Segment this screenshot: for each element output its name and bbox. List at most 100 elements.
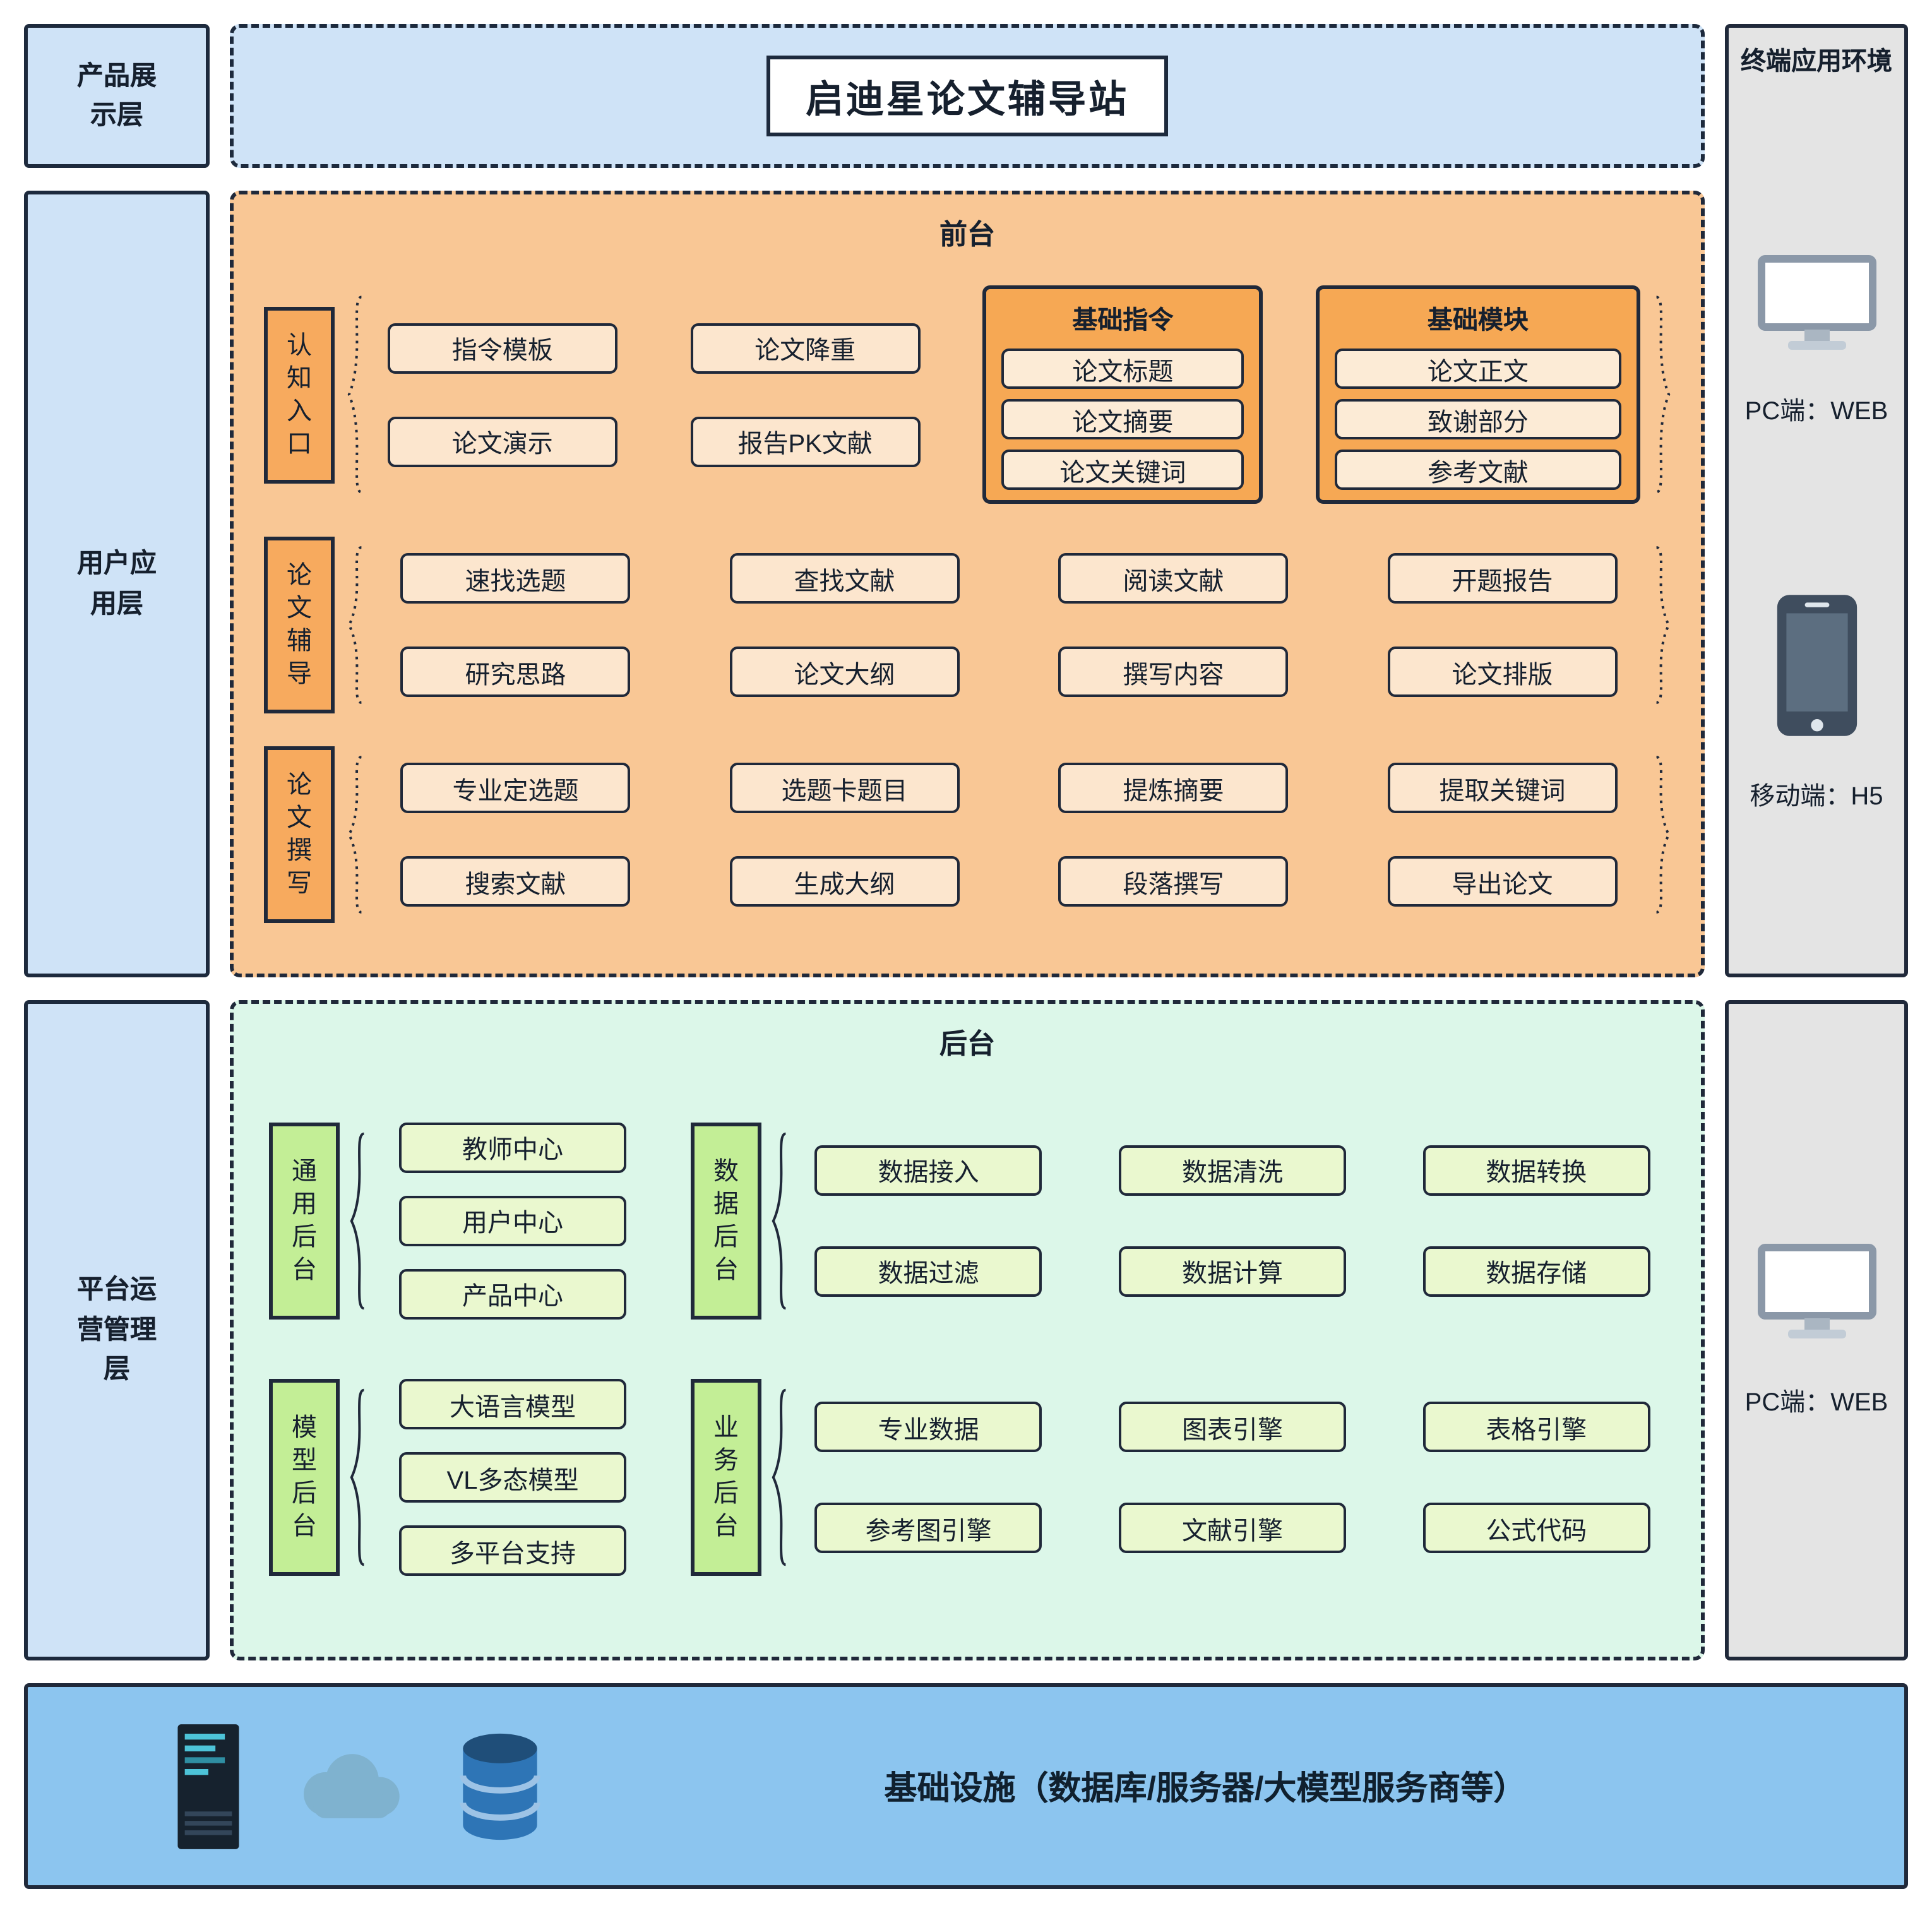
cluster-model-backend: 模 型 后 台 大语言模型 VL多态模型 多平台支持 [269, 1379, 648, 1576]
feature-box: 提炼摘要 [1058, 763, 1289, 813]
feature-box: 参考文献 [1334, 450, 1621, 490]
frontdesk-title: 前台 [939, 218, 995, 250]
feature-box: 提取关键词 [1387, 763, 1618, 813]
cluster-label-model: 模 型 后 台 [269, 1379, 340, 1576]
frontdesk-row-paper-tutoring: 论 文 辅 导 速找选题 研究思路 查找文献 论文大纲 阅读文献 撰写内容 开题… [264, 537, 1671, 713]
backdesk-title: 后台 [939, 1028, 995, 1059]
cluster-label-business: 业 务 后 台 [691, 1379, 761, 1576]
cluster-general-backend: 通 用 后 台 教师中心 用户中心 产品中心 [269, 1122, 648, 1320]
layer-label-product-display: 产品展 示层 [24, 24, 210, 168]
feature-box: 专业定选题 [400, 763, 631, 813]
backdesk-row-1: 通 用 后 台 教师中心 用户中心 产品中心 数 据 后 台 数据接入 数据清洗… [269, 1122, 1666, 1320]
frontdesk-row-cognitive-entry: 认 知 入 口 指令模板 论文演示 论文降重 报告PK文献 基础指令 论文标题 … [264, 285, 1671, 504]
group-title: 基础模块 [1427, 307, 1529, 335]
group-basic-modules: 基础模块 论文正文 致谢部分 参考文献 [1315, 285, 1640, 504]
feature-box: 数据存储 [1422, 1246, 1650, 1297]
cluster-data-backend: 数 据 后 台 数据接入 数据清洗 数据转换 数据过滤 数据计算 数据存储 [691, 1122, 1666, 1320]
right-brace-icon [1653, 544, 1671, 706]
feature-box: 导出论文 [1387, 856, 1618, 907]
feature-box: VL多态模型 [399, 1452, 626, 1503]
feature-box: 数据清洗 [1118, 1145, 1346, 1196]
cluster-label-data: 数 据 后 台 [691, 1122, 761, 1320]
feature-box: 开题报告 [1387, 553, 1618, 604]
terminal-pc-panel: PC端：WEB [1725, 1000, 1908, 1660]
product-header: 启迪星论文辅导站 [230, 24, 1705, 168]
feature-box: 论文大纲 [729, 647, 960, 697]
feature-box: 大语言模型 [399, 1379, 626, 1430]
feature-box: 论文摘要 [1001, 399, 1244, 439]
row-label-cognitive-entry: 认 知 入 口 [264, 306, 335, 483]
feature-box: 论文关键词 [1001, 450, 1244, 490]
feature-box: 用户中心 [399, 1195, 626, 1246]
feature-box: 查找文献 [729, 553, 960, 604]
feature-box: 生成大纲 [729, 856, 960, 907]
feature-box: 论文标题 [1001, 349, 1244, 389]
feature-box: 论文正文 [1334, 349, 1621, 389]
feature-box: 速找选题 [400, 553, 631, 604]
pc-web-label: PC端：WEB [1744, 1389, 1888, 1417]
feature-box: 撰写内容 [1058, 647, 1289, 697]
terminal-environment-title: 终端应用环境 [1741, 48, 1892, 76]
feature-box: 教师中心 [399, 1122, 626, 1173]
group-title: 基础指令 [1072, 307, 1174, 335]
left-brace-icon [347, 544, 365, 706]
left-brace-icon [350, 1129, 367, 1311]
group-basic-commands: 基础指令 论文标题 论文摘要 论文关键词 [982, 285, 1263, 504]
left-brace-icon [772, 1387, 789, 1569]
feature-box: 多平台支持 [399, 1525, 626, 1576]
backdesk-section: 后台 通 用 后 台 教师中心 用户中心 产品中心 数 据 后 台 数据接 [230, 1000, 1705, 1660]
cognitive-entry-grid: 指令模板 论文演示 论文降重 报告PK文献 基础指令 论文标题 论文摘要 论文关… [378, 285, 1640, 504]
infrastructure-bar: 基础设施（数据库/服务器/大模型服务商等） [24, 1683, 1908, 1889]
feature-box: 报告PK文献 [690, 416, 921, 467]
feature-box: 段落撰写 [1058, 856, 1289, 907]
server-icon [177, 1724, 239, 1849]
left-brace-icon [350, 1387, 367, 1569]
cluster-items: 专业数据 图表引擎 表格引擎 参考图引擎 文献引擎 公式代码 [799, 1402, 1666, 1554]
feature-box: 表格引擎 [1422, 1402, 1650, 1453]
row-label-paper-tutoring: 论 文 辅 导 [264, 537, 335, 713]
column: 论文降重 报告PK文献 [680, 323, 929, 467]
feature-box: 文献引擎 [1118, 1503, 1346, 1554]
cluster-items: 教师中心 用户中心 产品中心 [378, 1122, 648, 1320]
feature-box: 数据转换 [1422, 1145, 1650, 1196]
cluster-label-general: 通 用 后 台 [269, 1122, 340, 1320]
left-brace-icon [772, 1129, 789, 1311]
backdesk-rows: 通 用 后 台 教师中心 用户中心 产品中心 数 据 后 台 数据接入 数据清洗… [269, 1062, 1666, 1636]
feature-box: 指令模板 [387, 323, 617, 373]
cloud-icon [304, 1753, 400, 1818]
feature-box: 阅读文献 [1058, 553, 1289, 604]
feature-box: 数据接入 [814, 1145, 1042, 1196]
feature-box: 论文排版 [1387, 647, 1618, 697]
feature-box: 产品中心 [399, 1268, 626, 1320]
terminal-environment-panel: 终端应用环境 PC端：WEB 移动端：H5 [1725, 24, 1908, 977]
row-label-paper-writing: 论 文 撰 写 [264, 746, 335, 923]
feature-box: 研究思路 [400, 647, 631, 697]
pc-web-label: PC端：WEB [1744, 398, 1888, 426]
paper-tutoring-grid: 速找选题 研究思路 查找文献 论文大纲 阅读文献 撰写内容 开题报告 论文排版 [378, 553, 1640, 697]
cluster-items: 数据接入 数据清洗 数据转换 数据过滤 数据计算 数据存储 [799, 1145, 1666, 1297]
infrastructure-label: 基础设施（数据库/服务器/大模型服务商等） [884, 1769, 1527, 1807]
feature-box: 数据过滤 [814, 1246, 1042, 1297]
monitor-icon [1757, 1244, 1876, 1338]
monitor-icon [1757, 255, 1876, 350]
backdesk-row-2: 模 型 后 台 大语言模型 VL多态模型 多平台支持 业 务 后 台 专业数据 … [269, 1379, 1666, 1576]
feature-box: 公式代码 [1422, 1503, 1650, 1554]
paper-writing-grid: 专业定选题 搜索文献 选题卡题目 生成大纲 提炼摘要 段落撰写 提取关键词 导出… [378, 763, 1640, 907]
database-icon [460, 1732, 540, 1840]
mobile-h5-label: 移动端：H5 [1750, 783, 1883, 811]
frontdesk-section: 前台 认 知 入 口 指令模板 论文演示 论文降重 报告PK文献 基础指令 [230, 191, 1705, 977]
infrastructure-icons [173, 1720, 544, 1852]
feature-box: 图表引擎 [1118, 1402, 1346, 1453]
feature-box: 论文降重 [690, 323, 921, 373]
smartphone-icon [1776, 595, 1857, 736]
feature-box: 数据计算 [1118, 1246, 1346, 1297]
cluster-business-backend: 业 务 后 台 专业数据 图表引擎 表格引擎 参考图引擎 文献引擎 公式代码 [691, 1379, 1666, 1576]
layer-label-platform-operation: 平台运 营管理 层 [24, 1000, 210, 1660]
frontdesk-rows: 认 知 入 口 指令模板 论文演示 论文降重 报告PK文献 基础指令 论文标题 … [264, 253, 1671, 956]
feature-box: 选题卡题目 [729, 763, 960, 813]
column: 指令模板 论文演示 [378, 323, 627, 467]
right-brace-icon [1653, 293, 1671, 496]
feature-box: 论文演示 [387, 416, 617, 467]
